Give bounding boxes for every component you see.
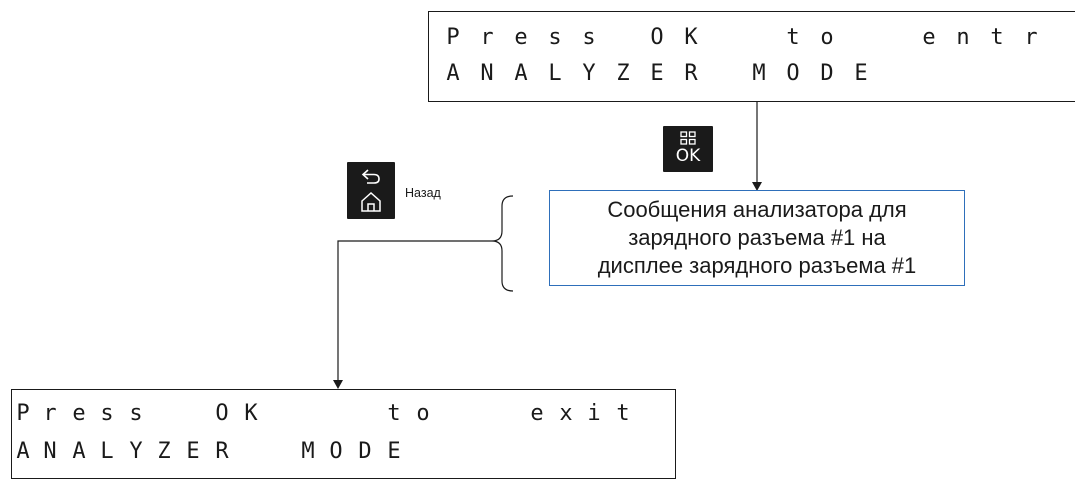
lcd-char: Z	[616, 61, 630, 86]
lcd-char: s	[100, 401, 114, 426]
lcd-char: e	[514, 25, 528, 50]
analyzer-message-box: Сообщения анализатора для зарядного разъ…	[549, 190, 965, 286]
lcd-char: P	[16, 401, 30, 426]
lcd-char: A	[514, 61, 528, 86]
lcd-char: r	[1024, 25, 1038, 50]
menu-grid-icon	[680, 131, 696, 145]
lcd-char: N	[43, 439, 57, 464]
lcd-char: t	[616, 401, 630, 426]
lcd-char: M	[752, 61, 766, 86]
lcd-display-top: P r e s s O K t o e n t r A N A L Y Z E …	[428, 11, 1075, 102]
message-line: зарядного разъема #1 на	[628, 225, 886, 250]
lcd-char: o	[820, 25, 834, 50]
arrowhead-down-message	[752, 182, 762, 191]
lcd-char: e	[922, 25, 936, 50]
brace-bracket	[491, 195, 514, 292]
message-line: Сообщения анализатора для	[607, 197, 907, 222]
lcd-char: n	[956, 25, 970, 50]
back-home-key[interactable]	[347, 162, 395, 219]
lcd-char: R	[684, 61, 698, 86]
lcd-char: O	[329, 439, 343, 464]
arrowhead-down-bottom	[333, 380, 343, 389]
lcd-char: D	[358, 439, 372, 464]
lcd-char: s	[582, 25, 596, 50]
lcd-char: r	[43, 401, 57, 426]
lcd-char: Z	[157, 439, 171, 464]
lcd-char: s	[129, 401, 143, 426]
lcd-char: Y	[129, 439, 143, 464]
ok-key[interactable]: OK	[663, 126, 713, 172]
lcd-char: A	[16, 439, 30, 464]
lcd-char: O	[786, 61, 800, 86]
lcd-char: O	[650, 25, 664, 50]
lcd-char: t	[990, 25, 1004, 50]
lcd-char: e	[72, 401, 86, 426]
lcd-char: K	[244, 401, 258, 426]
lcd-char: E	[186, 439, 200, 464]
lcd-char: t	[387, 401, 401, 426]
lcd-char: E	[650, 61, 664, 86]
lcd-char: o	[416, 401, 430, 426]
message-line: дисплее зарядного разъема #1	[597, 253, 917, 278]
home-icon	[361, 191, 381, 212]
lcd-char: A	[72, 439, 86, 464]
connector-back-to-bottom	[337, 240, 492, 381]
lcd-char: x	[559, 401, 573, 426]
ok-key-label: OK	[675, 146, 701, 166]
lcd-char: R	[215, 439, 229, 464]
lcd-char: i	[587, 401, 601, 426]
lcd-char: K	[684, 25, 698, 50]
lcd-char: Y	[582, 61, 596, 86]
lcd-char: M	[301, 439, 315, 464]
lcd-char: L	[100, 439, 114, 464]
lcd-char: N	[480, 61, 494, 86]
lcd-char: D	[820, 61, 834, 86]
back-key-label: Назад	[405, 186, 441, 200]
lcd-char: t	[786, 25, 800, 50]
lcd-char: A	[446, 61, 460, 86]
lcd-char: P	[446, 25, 460, 50]
back-arrow-icon	[361, 169, 380, 184]
lcd-char: E	[854, 61, 868, 86]
lcd-char: L	[548, 61, 562, 86]
lcd-char: s	[548, 25, 562, 50]
lcd-char: E	[387, 439, 401, 464]
lcd-display-bottom: P r e s s O K t o e x i t A N A L Y Z E …	[11, 389, 676, 479]
lcd-char: r	[480, 25, 494, 50]
lcd-char: e	[530, 401, 544, 426]
lcd-char: O	[215, 401, 229, 426]
